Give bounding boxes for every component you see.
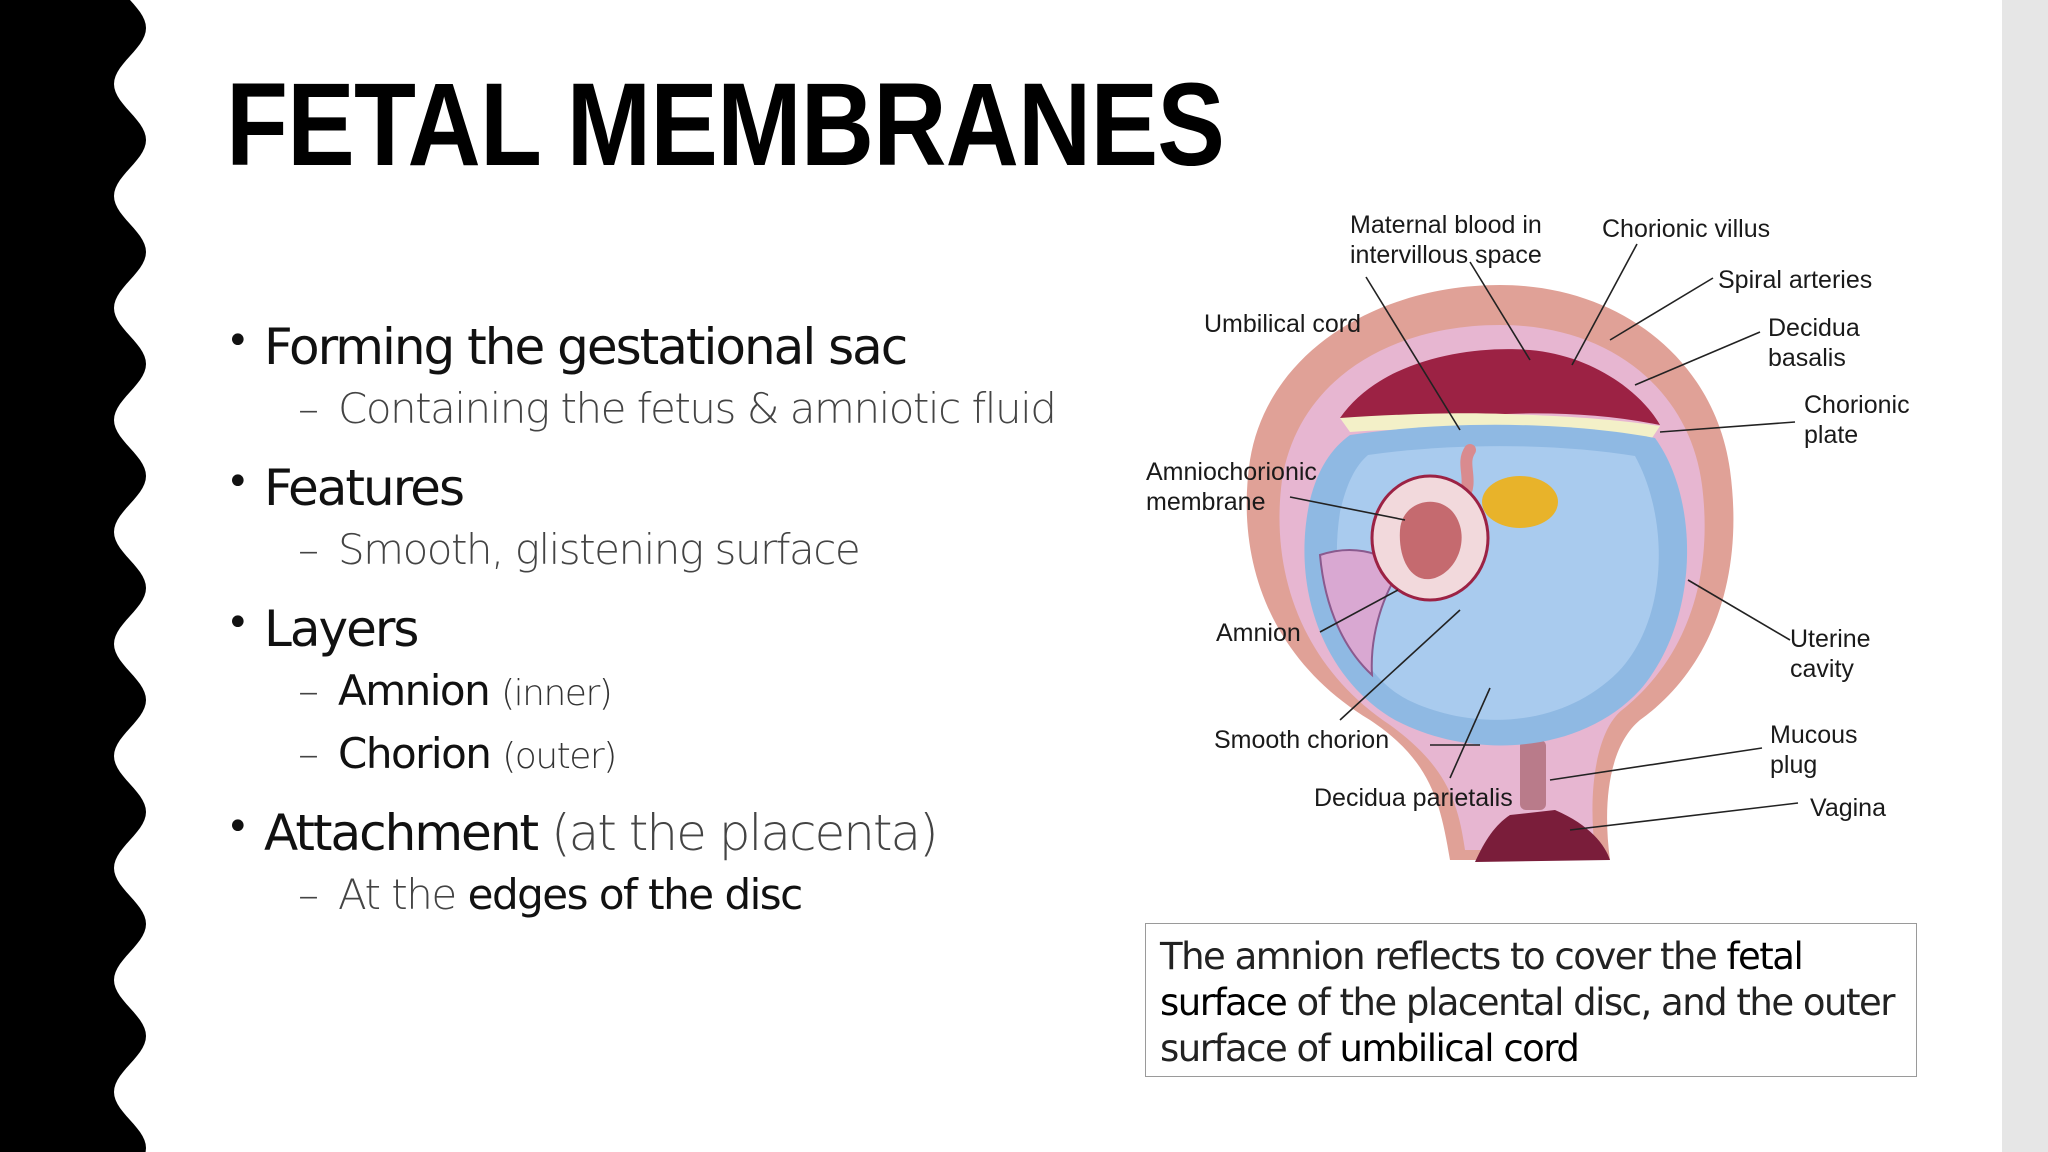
sub-bullet-amnion: –Amnion (inner) (298, 666, 1126, 715)
label-spiral-arteries: Spiral arteries (1718, 266, 1872, 294)
sub-bullet-glyph: – (298, 525, 319, 574)
bullet-features: • Features (226, 459, 1126, 517)
note-text-2: of the placental disc, and the outer sur… (1160, 981, 1895, 1070)
sub-bullet-glyph: – (298, 729, 319, 778)
sub-bullet-bold: Amnion (338, 666, 491, 715)
bullet-layers: • Layers (226, 600, 1126, 658)
label-maternal-blood-line2: intervillous space (1350, 241, 1542, 269)
label-uterine-cavity-line1: Uterine (1790, 625, 1871, 653)
sub-bullet-bold: Chorion (338, 729, 492, 778)
label-vagina: Vagina (1810, 794, 1886, 822)
sub-bullet-note: (outer) (502, 736, 617, 777)
bullet-text: Layers (264, 600, 419, 658)
gestational-sac-diagram: Maternal blood in intervillous space Cho… (1140, 200, 1940, 880)
sub-bullet-prefix: At the (338, 870, 457, 919)
label-amniochorionic-line2: membrane (1146, 488, 1266, 516)
bullet-text: Forming the gestational sac (264, 318, 908, 376)
bullet-bold: Attachment (264, 804, 539, 862)
sub-bullet-smooth-surface: –Smooth, glistening surface (298, 525, 1126, 574)
sub-bullet-glyph: – (298, 666, 319, 715)
label-decidua-parietalis: Decidua parietalis (1314, 784, 1513, 812)
embryo (1399, 501, 1462, 580)
label-amniochorionic-line1: Amniochorionic (1146, 458, 1317, 486)
label-umbilical-cord: Umbilical cord (1204, 310, 1361, 338)
label-chorionic-plate-line1: Chorionic (1804, 391, 1910, 419)
sub-bullet-glyph: – (298, 384, 319, 433)
label-smooth-chorion: Smooth chorion (1214, 726, 1389, 754)
bullet-glyph: • (226, 804, 250, 850)
bullet-note: (at the placenta) (551, 804, 939, 862)
vagina-canal (1475, 810, 1610, 862)
label-mucous-plug-line2: plug (1770, 751, 1817, 779)
label-amnion: Amnion (1216, 619, 1301, 647)
bullet-text: Features (264, 459, 465, 517)
label-decidua-basalis-line2: basalis (1768, 344, 1846, 372)
label-decidua-basalis-line1: Decidua (1768, 314, 1860, 342)
note-emphasis-umbilical-cord: umbilical cord (1339, 1027, 1579, 1070)
wavy-black-edge (0, 0, 146, 1152)
right-scroll-strip (2002, 0, 2048, 1152)
sub-bullet-note: (inner) (501, 673, 613, 714)
note-emphasis-fetal-surface: fetal surface (1160, 935, 1804, 1024)
bullet-gestational-sac: • Forming the gestational sac (226, 318, 1126, 376)
yolk-sac (1482, 476, 1558, 528)
leader-lines (1289, 243, 1799, 831)
bullet-list: •Forming the gestational sac –Containing… (226, 318, 1126, 919)
label-chorionic-plate-line2: plate (1804, 421, 1858, 449)
bullet-attachment: • Attachment(at the placenta) (226, 804, 1126, 862)
bullet-glyph: • (226, 459, 250, 505)
sub-bullet-bold: edges of the disc (467, 870, 804, 919)
sub-bullet-glyph: – (298, 870, 319, 919)
sub-bullet-text: Containing the fetus & amniotic fluid (338, 384, 1057, 433)
note-text-1: The amnion reflects to cover the (1160, 935, 1718, 978)
label-maternal-blood-line1: Maternal blood in (1350, 211, 1542, 239)
bullet-glyph: • (226, 600, 250, 646)
smooth-chorion-wedge (1318, 549, 1402, 678)
amnion-note-box: The amnion reflects to cover the fetal s… (1145, 923, 1917, 1077)
label-chorionic-villus: Chorionic villus (1602, 215, 1770, 243)
page-title: FETAL MEMBRANES (226, 59, 1225, 191)
placenta (1340, 349, 1660, 425)
sub-bullet-edges: –At the edges of the disc (298, 870, 1126, 919)
diagram-svg: Maternal blood in intervillous space Cho… (1146, 211, 1910, 862)
mucous-plug (1520, 740, 1546, 810)
label-uterine-cavity-line2: cavity (1790, 655, 1854, 683)
label-mucous-plug-line1: Mucous (1770, 721, 1858, 749)
sub-bullet-text: Smooth, glistening surface (338, 525, 861, 574)
bullet-glyph: • (226, 318, 250, 364)
sub-bullet-chorion: –Chorion (outer) (298, 729, 1126, 778)
sub-bullet-fetus-fluid: –Containing the fetus & amniotic fluid (298, 384, 1126, 433)
